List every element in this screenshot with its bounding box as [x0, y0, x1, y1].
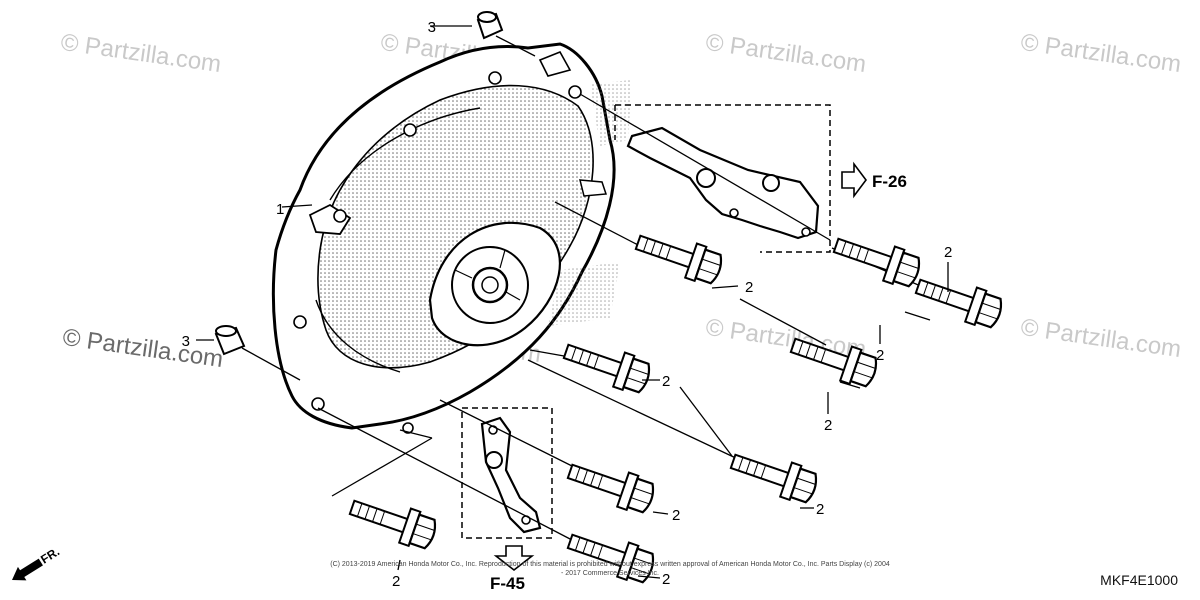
bolt	[786, 327, 882, 392]
ref-f26: F-26	[872, 172, 907, 191]
ref-arrow-down-icon	[493, 545, 535, 572]
bolt	[345, 489, 441, 554]
engine-cover	[271, 42, 616, 434]
front-direction-arrow-icon	[12, 558, 43, 581]
copyright-notice: (C) 2013-2019 American Honda Motor Co., …	[330, 561, 890, 577]
callout-dowel: 3	[428, 19, 436, 36]
front-label: FR.	[38, 544, 62, 566]
bolt	[726, 443, 822, 508]
callout-cover: 1	[276, 201, 284, 218]
callout-bolt: 2	[944, 244, 952, 261]
dowel-pin-upper	[476, 11, 504, 40]
bolt	[911, 268, 1007, 333]
bolt	[563, 453, 659, 518]
callout-bolt: 2	[745, 279, 753, 296]
stay-bracket-lower	[480, 416, 542, 534]
ref-arrow-right-icon	[841, 161, 867, 199]
callout-bolt: 2	[816, 501, 824, 518]
callout-bolt: 2	[392, 573, 400, 590]
dowel-pin-lower	[214, 325, 246, 356]
ref-f45: F-45	[490, 574, 525, 593]
bolt	[559, 333, 655, 398]
callout-bolt: 2	[824, 417, 832, 434]
callout-dowel: 3	[182, 333, 190, 350]
callout-bolt: 2	[876, 347, 884, 364]
callout-bolt: 2	[672, 507, 680, 524]
stay-bracket-upper	[626, 126, 820, 240]
bolt	[829, 227, 925, 292]
callout-bolt: 2	[662, 571, 670, 588]
bolt	[631, 224, 727, 289]
callout-bolt: 2	[662, 373, 670, 390]
diagram-code: MKF4E1000	[1100, 572, 1178, 588]
